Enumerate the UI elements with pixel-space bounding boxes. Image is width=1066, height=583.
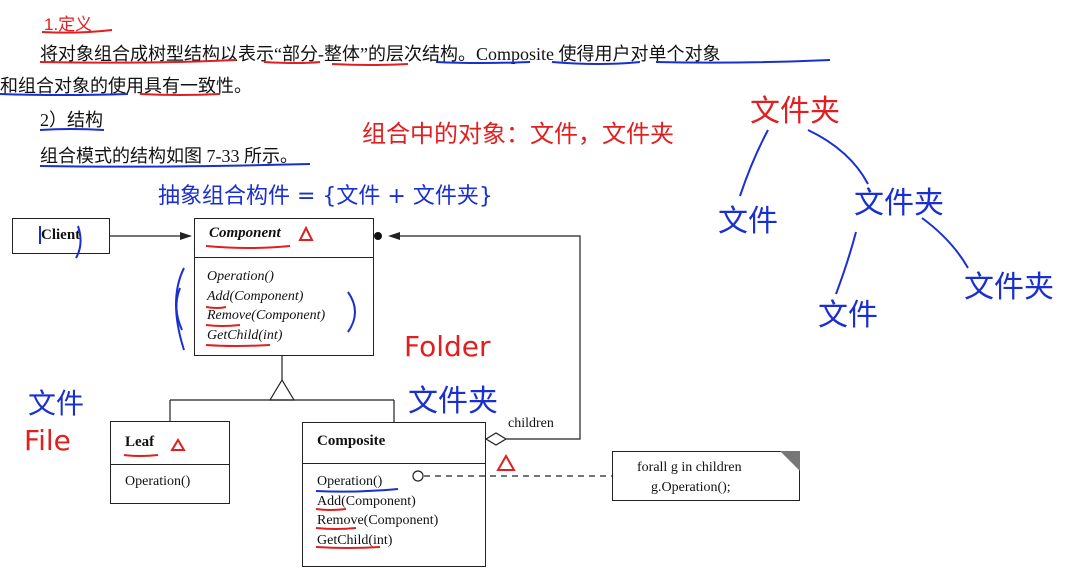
note-box: forall g in children g.Operation();: [612, 451, 800, 501]
definition-line-2: 和组合对象的使用具有一致性。: [0, 76, 252, 96]
component-class-name: Component: [209, 225, 281, 241]
red-triangle-component: [298, 225, 314, 241]
tree-node-bottom-file: 文件: [818, 298, 878, 333]
red-underline-3: [331, 63, 409, 66]
client-class-box: Client: [12, 218, 110, 254]
annotation-file-en: File: [24, 424, 71, 457]
red-underline-line2: [139, 93, 221, 96]
component-operations: Operation() Add(Component) Remove(Compon…: [207, 267, 325, 345]
red-underline-composite-getchild: [315, 546, 381, 549]
tree-node-root: 文件夹: [750, 94, 840, 129]
leaf-class-box: Leaf Operation(): [110, 421, 230, 504]
leaf-op-operation: Operation(): [125, 474, 191, 489]
heading-definition: 1.定义: [44, 15, 93, 34]
leaf-divider: [111, 464, 229, 465]
composite-class-name: Composite: [317, 433, 386, 449]
red-underline-leaf: [123, 454, 159, 457]
client-class-name: Client: [41, 227, 81, 243]
blue-mark-client-right: [75, 225, 82, 259]
red-underline-remove: [205, 324, 241, 327]
tree-node-right-folder: 文件夹: [964, 270, 1054, 305]
generalization-triangle: [268, 378, 296, 401]
children-aggregation-line: [392, 235, 581, 440]
section-structure: 2）结构: [40, 110, 103, 130]
composite-op-getchild: GetChild(int): [317, 532, 393, 548]
aggregation-diamond: [484, 432, 508, 446]
blue-underline-composite-op: [315, 488, 399, 493]
red-underline-2: [263, 61, 321, 64]
blue-brace-right: [347, 291, 356, 333]
leaf-class-name: Leaf: [125, 434, 155, 450]
children-arrowhead: [388, 232, 400, 240]
note-line-2: g.Operation();: [651, 480, 731, 495]
tree-line-root-left: [739, 129, 769, 197]
annotation-file-cn: 文件: [28, 387, 85, 420]
note-corner-fold: [780, 451, 800, 471]
tree-node-left-file: 文件: [718, 204, 778, 239]
tree-line-mid-left: [835, 231, 857, 295]
tree-line-root-right: [807, 129, 869, 185]
children-label: children: [508, 416, 554, 431]
composite-divider: [303, 463, 485, 464]
component-op-add: Add(Component): [207, 288, 304, 304]
red-underline-add: [205, 306, 227, 309]
tree-node-mid-folder: 文件夹: [854, 186, 944, 221]
component-op-getchild: GetChild(int): [207, 327, 283, 343]
composite-op-remove: Remove(Component): [317, 513, 439, 528]
blue-underline-section2: [39, 128, 105, 131]
definition-line-1: 将对象组合成树型结构以表示“部分-整体”的层次结构。Composite 使得用户…: [40, 44, 721, 64]
blue-underline-composite: [551, 61, 641, 65]
annotation-folder-cn: 文件夹: [408, 384, 498, 419]
blue-brace-inner: [175, 287, 183, 331]
component-divider: [195, 257, 373, 258]
red-underline-composite-remove: [315, 527, 357, 530]
red-underline-heading: [41, 29, 113, 34]
composite-op-operation: Operation(): [317, 474, 383, 489]
red-underline-getchild: [205, 344, 271, 347]
component-class-box: Component Operation() Add(Component) Rem…: [194, 218, 374, 356]
note-line-1: forall g in children: [637, 460, 742, 475]
annotation-folder-en: Folder: [404, 330, 491, 363]
red-triangle-leaf: [170, 438, 186, 451]
red-triangle-composite: [496, 453, 516, 471]
blue-underline-structure: [435, 61, 531, 64]
blue-underline-user: [655, 59, 831, 64]
composite-class-box: Composite Operation() Add(Component) Rem…: [302, 422, 486, 567]
red-underline-component: [205, 245, 291, 249]
annotation-abstract-component: 抽象组合构件 = {文件 + 文件夹}: [158, 184, 493, 209]
blue-underline-caption: [39, 163, 311, 168]
red-underline-1: [39, 59, 237, 64]
client-arrowhead: [180, 232, 192, 240]
tree-line-mid-right: [921, 217, 969, 269]
composite-op-add: Add(Component): [317, 493, 416, 509]
structure-caption: 组合模式的结构如图 7-33 所示。: [40, 146, 298, 166]
blue-underline-line2a: [0, 93, 129, 96]
component-op-operation: Operation(): [207, 269, 274, 284]
red-underline-composite-add: [315, 508, 347, 511]
component-dot: [374, 232, 382, 240]
note-anchor-circle: [412, 470, 424, 482]
annotation-combo-objects: 组合中的对象：文件，文件夹: [362, 120, 674, 148]
component-op-remove: Remove(Component): [207, 308, 326, 323]
composite-operations: Operation() Add(Component) Remove(Compon…: [317, 472, 438, 550]
